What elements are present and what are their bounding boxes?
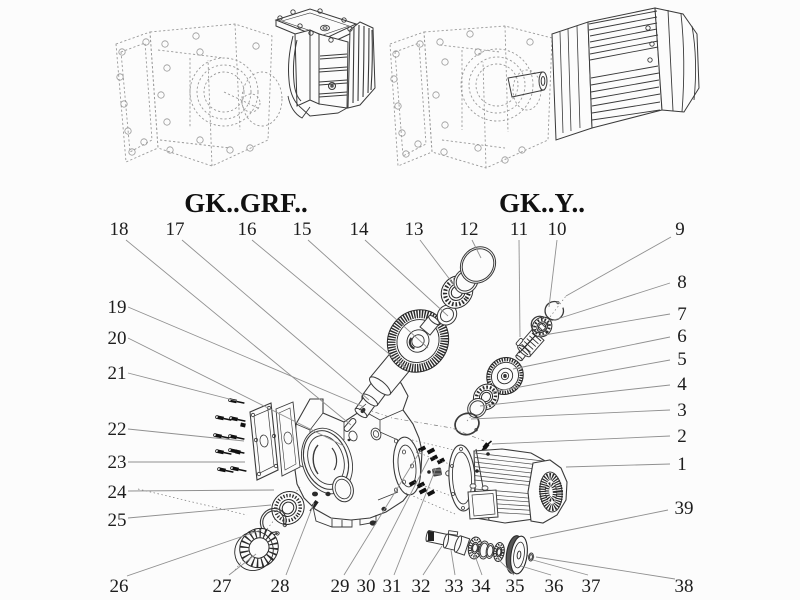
svg-text:11: 11 [510, 219, 528, 240]
svg-text:5: 5 [677, 349, 687, 370]
svg-text:27: 27 [213, 576, 232, 597]
svg-text:16: 16 [238, 219, 257, 240]
svg-text:22: 22 [108, 419, 127, 440]
svg-text:24: 24 [108, 482, 128, 503]
svg-text:35: 35 [506, 576, 525, 597]
svg-text:31: 31 [383, 576, 402, 597]
svg-text:21: 21 [108, 363, 127, 384]
svg-text:12: 12 [460, 219, 479, 240]
svg-text:9: 9 [675, 219, 685, 240]
svg-text:33: 33 [445, 576, 464, 597]
svg-text:13: 13 [405, 219, 424, 240]
svg-text:36: 36 [545, 576, 564, 597]
svg-text:19: 19 [108, 297, 127, 318]
svg-text:GK..Y..: GK..Y.. [499, 188, 585, 218]
svg-text:1: 1 [677, 454, 687, 475]
svg-text:28: 28 [271, 576, 290, 597]
svg-text:38: 38 [675, 576, 694, 597]
svg-text:14: 14 [350, 219, 370, 240]
svg-text:6: 6 [677, 326, 687, 347]
svg-text:17: 17 [166, 219, 185, 240]
svg-text:10: 10 [548, 219, 567, 240]
svg-text:25: 25 [108, 510, 127, 531]
svg-text:26: 26 [110, 576, 129, 597]
svg-text:18: 18 [110, 219, 129, 240]
svg-text:20: 20 [108, 328, 127, 349]
svg-text:29: 29 [331, 576, 350, 597]
svg-text:4: 4 [677, 374, 687, 395]
svg-text:39: 39 [675, 498, 694, 519]
svg-text:23: 23 [108, 452, 127, 473]
svg-text:34: 34 [472, 576, 492, 597]
svg-text:2: 2 [677, 426, 687, 447]
svg-text:15: 15 [293, 219, 312, 240]
svg-text:GK..GRF..: GK..GRF.. [184, 188, 308, 218]
svg-text:32: 32 [412, 576, 431, 597]
svg-text:3: 3 [677, 400, 687, 421]
svg-text:8: 8 [677, 272, 687, 293]
svg-text:37: 37 [582, 576, 601, 597]
svg-text:7: 7 [677, 304, 687, 325]
svg-text:30: 30 [357, 576, 376, 597]
